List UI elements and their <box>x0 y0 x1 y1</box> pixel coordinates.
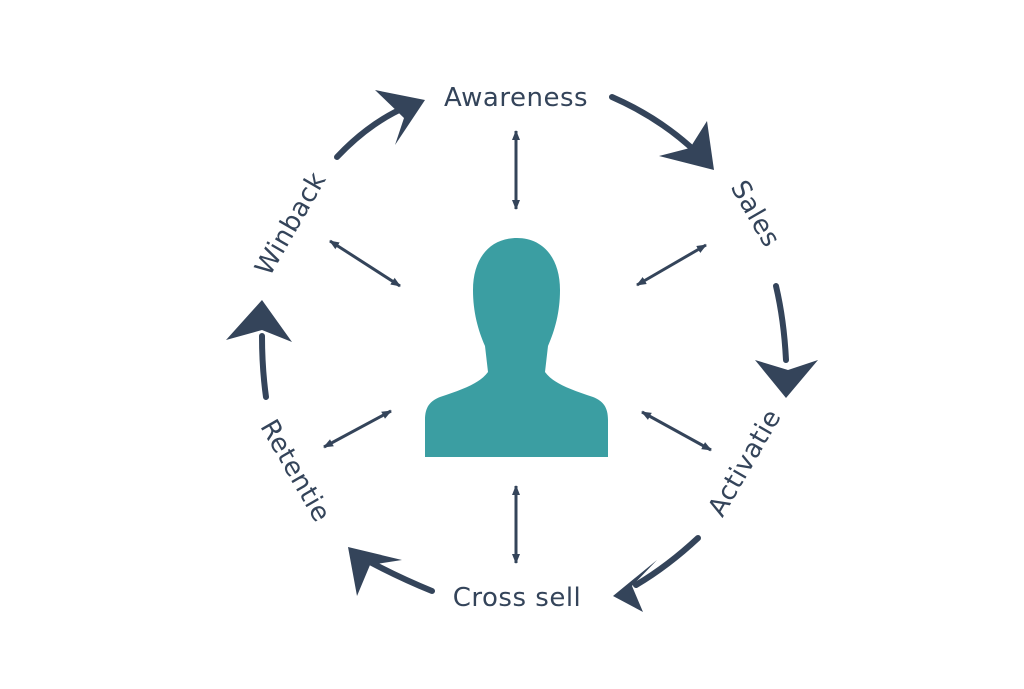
label-activatie: Activatie <box>703 404 788 521</box>
label-awareness: Awareness <box>444 83 588 113</box>
connector-arrows <box>323 130 712 564</box>
connector-winback <box>329 239 401 288</box>
arrowhead-to-activatie <box>755 360 818 398</box>
label-winback: Winback <box>250 167 333 281</box>
arrowhead-to-awareness <box>375 90 425 145</box>
cycle-arrow-sales-to-activatie <box>773 283 789 363</box>
arrowhead-to-winback <box>226 300 292 342</box>
label-retentie: Retentie <box>254 415 336 528</box>
cycle-arrow-crosssell-to-retentie <box>365 558 435 594</box>
cycle-arrowheads <box>226 90 818 612</box>
label-sales: Sales <box>724 175 786 252</box>
cycle-arrow-activatie-to-crosssell <box>633 535 701 588</box>
cycle-arrow-retentie-to-winback <box>259 333 269 400</box>
person-silhouette-icon <box>425 238 608 457</box>
arrowhead-to-crosssell <box>613 560 657 612</box>
arrowhead-to-sales <box>659 121 714 170</box>
connector-sales <box>636 243 707 287</box>
cycle-arrow-winback-to-awareness <box>334 103 411 160</box>
connector-activatie <box>641 410 712 452</box>
connector-retentie <box>323 409 392 449</box>
label-cross-sell: Cross sell <box>453 583 582 613</box>
cycle-arrow-awareness-to-sales <box>609 94 699 155</box>
arrowhead-to-retentie <box>348 547 402 596</box>
